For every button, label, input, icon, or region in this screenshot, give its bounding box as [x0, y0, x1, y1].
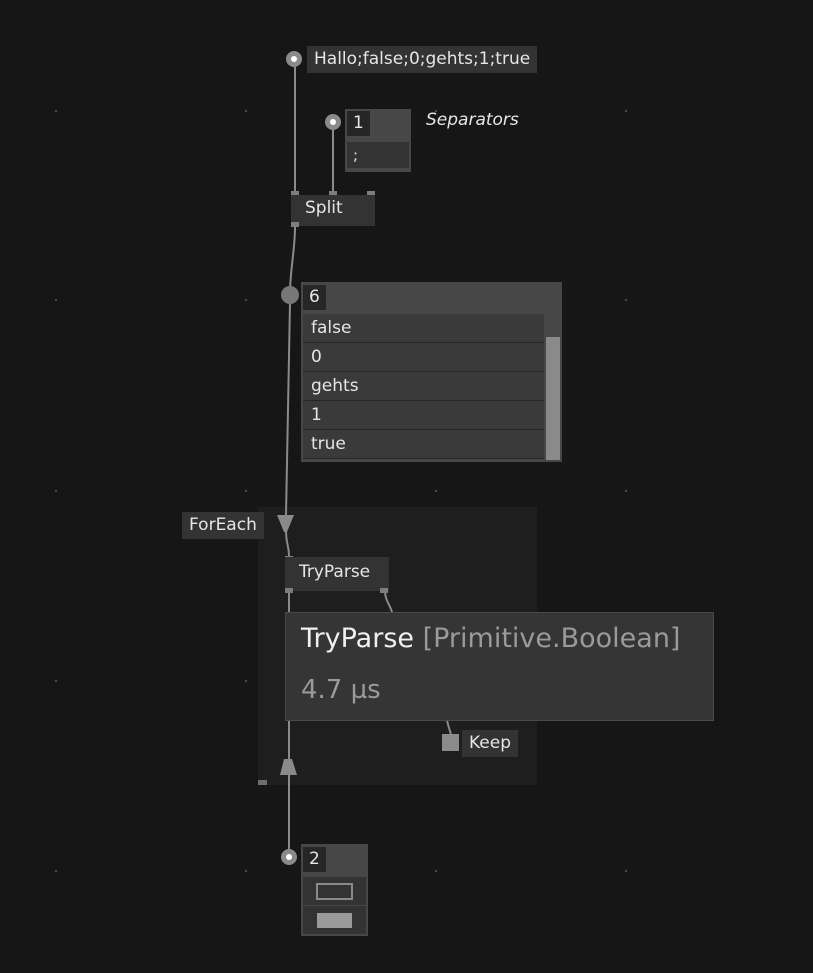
list-item[interactable]: gehts [303, 372, 544, 401]
tooltip-timing: 4.7 µs [301, 675, 381, 705]
split-input-pin-2[interactable] [329, 191, 337, 196]
toggle-on-indicator [317, 913, 352, 928]
split-output-count: 6 [303, 285, 326, 310]
keep-pin-label: Keep [462, 730, 519, 757]
separators-count: 1 [347, 111, 370, 136]
tryparse-node[interactable]: TryParse [285, 557, 389, 591]
foreach-resize-handle[interactable] [258, 780, 267, 785]
separators-iobox[interactable]: 1 ; [345, 109, 411, 172]
separators-value[interactable]: ; [347, 142, 409, 168]
wire-to-keep [446, 719, 452, 736]
foreach-input-splicer [277, 515, 294, 532]
result-toggle-false[interactable] [303, 877, 366, 905]
foreach-region-label[interactable]: ForEach [182, 512, 264, 539]
tryparse-output-pin-success[interactable] [380, 588, 388, 593]
wire-foreach-to-tryparse [285, 529, 290, 557]
split-output-iobox[interactable]: 6 false 0 gehts 1 true [301, 282, 562, 462]
wire-split-to-list [289, 226, 296, 295]
separators-pin-label: Separators [426, 110, 519, 130]
tooltip-node-name: TryParse [301, 623, 414, 654]
list-item[interactable]: true [303, 430, 544, 459]
split-output-iobox-handle[interactable] [281, 286, 299, 304]
tryparse-output-pin-result[interactable] [285, 588, 293, 593]
input-string-iobox[interactable]: Hallo;false;0;gehts;1;true [307, 46, 538, 73]
list-item[interactable]: 1 [303, 401, 544, 430]
keep-pin[interactable] [442, 734, 459, 751]
split-output-scrollbar[interactable] [546, 337, 560, 460]
input-string-iobox-handle[interactable] [286, 51, 302, 67]
result-iobox-handle[interactable] [281, 849, 297, 865]
split-node[interactable]: Split [291, 195, 375, 226]
foreach-output-splicer [280, 759, 297, 775]
result-count: 2 [303, 847, 326, 872]
tooltip-title: TryParse [Primitive.Boolean] [301, 623, 680, 654]
toggle-off-indicator [316, 883, 353, 900]
result-iobox[interactable]: 2 [301, 844, 368, 936]
separators-iobox-handle[interactable] [325, 114, 341, 130]
split-input-pin-1[interactable] [291, 191, 299, 196]
split-input-pin-3[interactable] [367, 191, 375, 196]
split-output-list: false 0 gehts 1 true [303, 314, 544, 459]
wire-tryparse-to-keep [384, 590, 393, 613]
result-toggle-true[interactable] [303, 906, 366, 934]
tooltip-node-category: [Primitive.Boolean] [422, 623, 681, 654]
node-tooltip: TryParse [Primitive.Boolean] 4.7 µs [285, 612, 714, 721]
wire-list-to-foreach [285, 302, 291, 516]
list-item[interactable]: 0 [303, 343, 544, 372]
list-item[interactable]: false [303, 314, 544, 343]
split-output-pin[interactable] [291, 222, 299, 227]
